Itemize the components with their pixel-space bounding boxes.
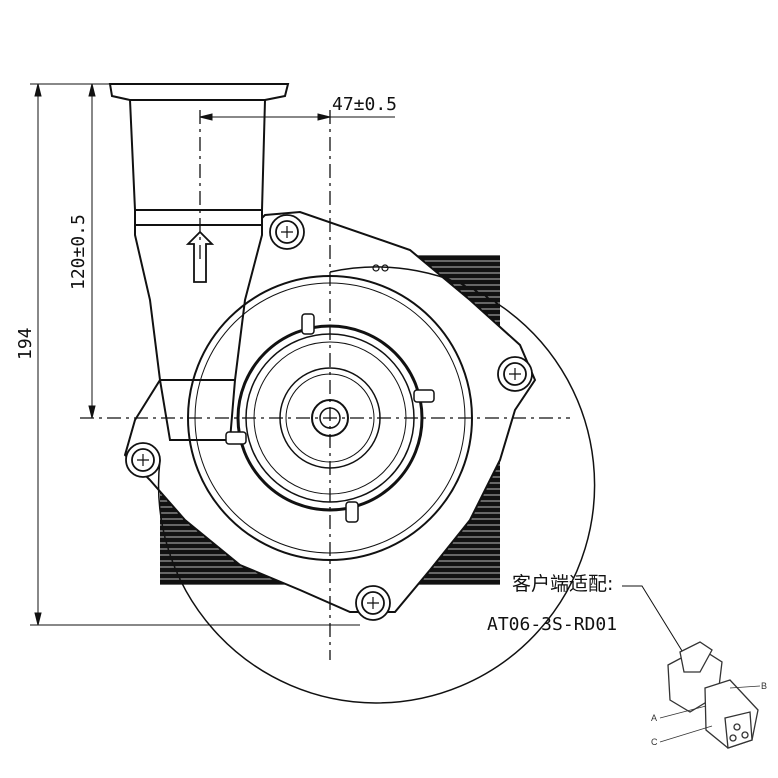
screw-left	[125, 442, 161, 478]
pin-label-c: C	[651, 737, 658, 747]
dim-outlet-height: 120±0.5	[68, 214, 89, 290]
connector-part-number: AT06-3S-RD01	[487, 614, 617, 635]
dim-total-height: 194	[15, 327, 36, 360]
screw-right	[497, 356, 533, 392]
pin-label-b: B	[761, 681, 767, 691]
pin-label-a: A	[651, 713, 657, 723]
connector-illustration	[659, 641, 761, 749]
dim-outlet-offset: 47±0.5	[332, 94, 397, 115]
dimension-lines	[30, 83, 395, 626]
connector-label: 客户端适配:	[512, 573, 613, 595]
center-lines	[80, 110, 570, 660]
screw-bottom	[355, 585, 391, 621]
mounting-screws	[125, 214, 533, 621]
leader-line	[622, 585, 701, 681]
screw-top	[269, 214, 305, 250]
rotor-tabs	[225, 313, 435, 523]
